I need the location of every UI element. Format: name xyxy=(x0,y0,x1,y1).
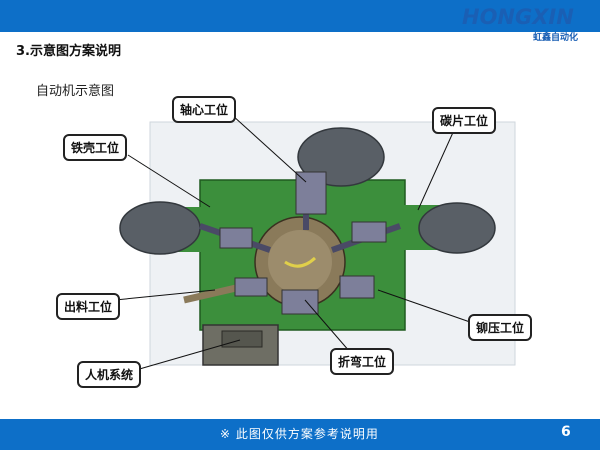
callout-bending: 折弯工位 xyxy=(330,348,395,375)
callout-carbon-sheet: 碳片工位 xyxy=(432,107,497,134)
leader-bending xyxy=(304,299,351,353)
leader-hmi xyxy=(135,339,241,371)
callout-discharge: 出料工位 xyxy=(56,293,121,320)
callout-iron-shell: 铁壳工位 xyxy=(63,134,128,161)
leader-shaft-core xyxy=(231,114,307,183)
leader-riveting xyxy=(377,289,471,323)
logo-text: HONGXIN xyxy=(462,5,574,29)
page-number: 6 xyxy=(561,424,571,440)
company-logo: HONGXIN 虹鑫自动化 xyxy=(462,5,582,45)
section-title: 3.示意图方案说明 xyxy=(16,44,121,59)
station-carbon-sheet xyxy=(351,221,387,243)
footer-bar xyxy=(0,419,600,450)
header-bar xyxy=(0,0,600,32)
hmi-screen xyxy=(221,330,263,348)
table-marker xyxy=(284,256,317,268)
rotary-table-inner xyxy=(268,230,332,294)
station-shaft-core xyxy=(295,171,327,215)
footer-note: ※ 此图仅供方案参考说明用 xyxy=(220,427,379,441)
callout-hmi: 人机系统 xyxy=(77,361,142,388)
station-iron-shell xyxy=(219,227,253,249)
diagram-title: 自动机示意图 xyxy=(36,84,115,99)
bowl-left xyxy=(119,201,201,255)
leader-discharge xyxy=(114,289,216,301)
leader-iron-shell xyxy=(127,154,211,208)
leader-carbon-sheet xyxy=(417,127,456,211)
station-riveting xyxy=(339,275,375,299)
callout-riveting: 铆压工位 xyxy=(468,314,533,341)
station-discharge xyxy=(234,277,268,297)
callout-shaft-core: 轴心工位 xyxy=(172,96,237,123)
bowl-right xyxy=(418,202,496,254)
station-bending xyxy=(281,289,319,315)
logo-subtitle: 虹鑫自动化 xyxy=(532,33,578,43)
